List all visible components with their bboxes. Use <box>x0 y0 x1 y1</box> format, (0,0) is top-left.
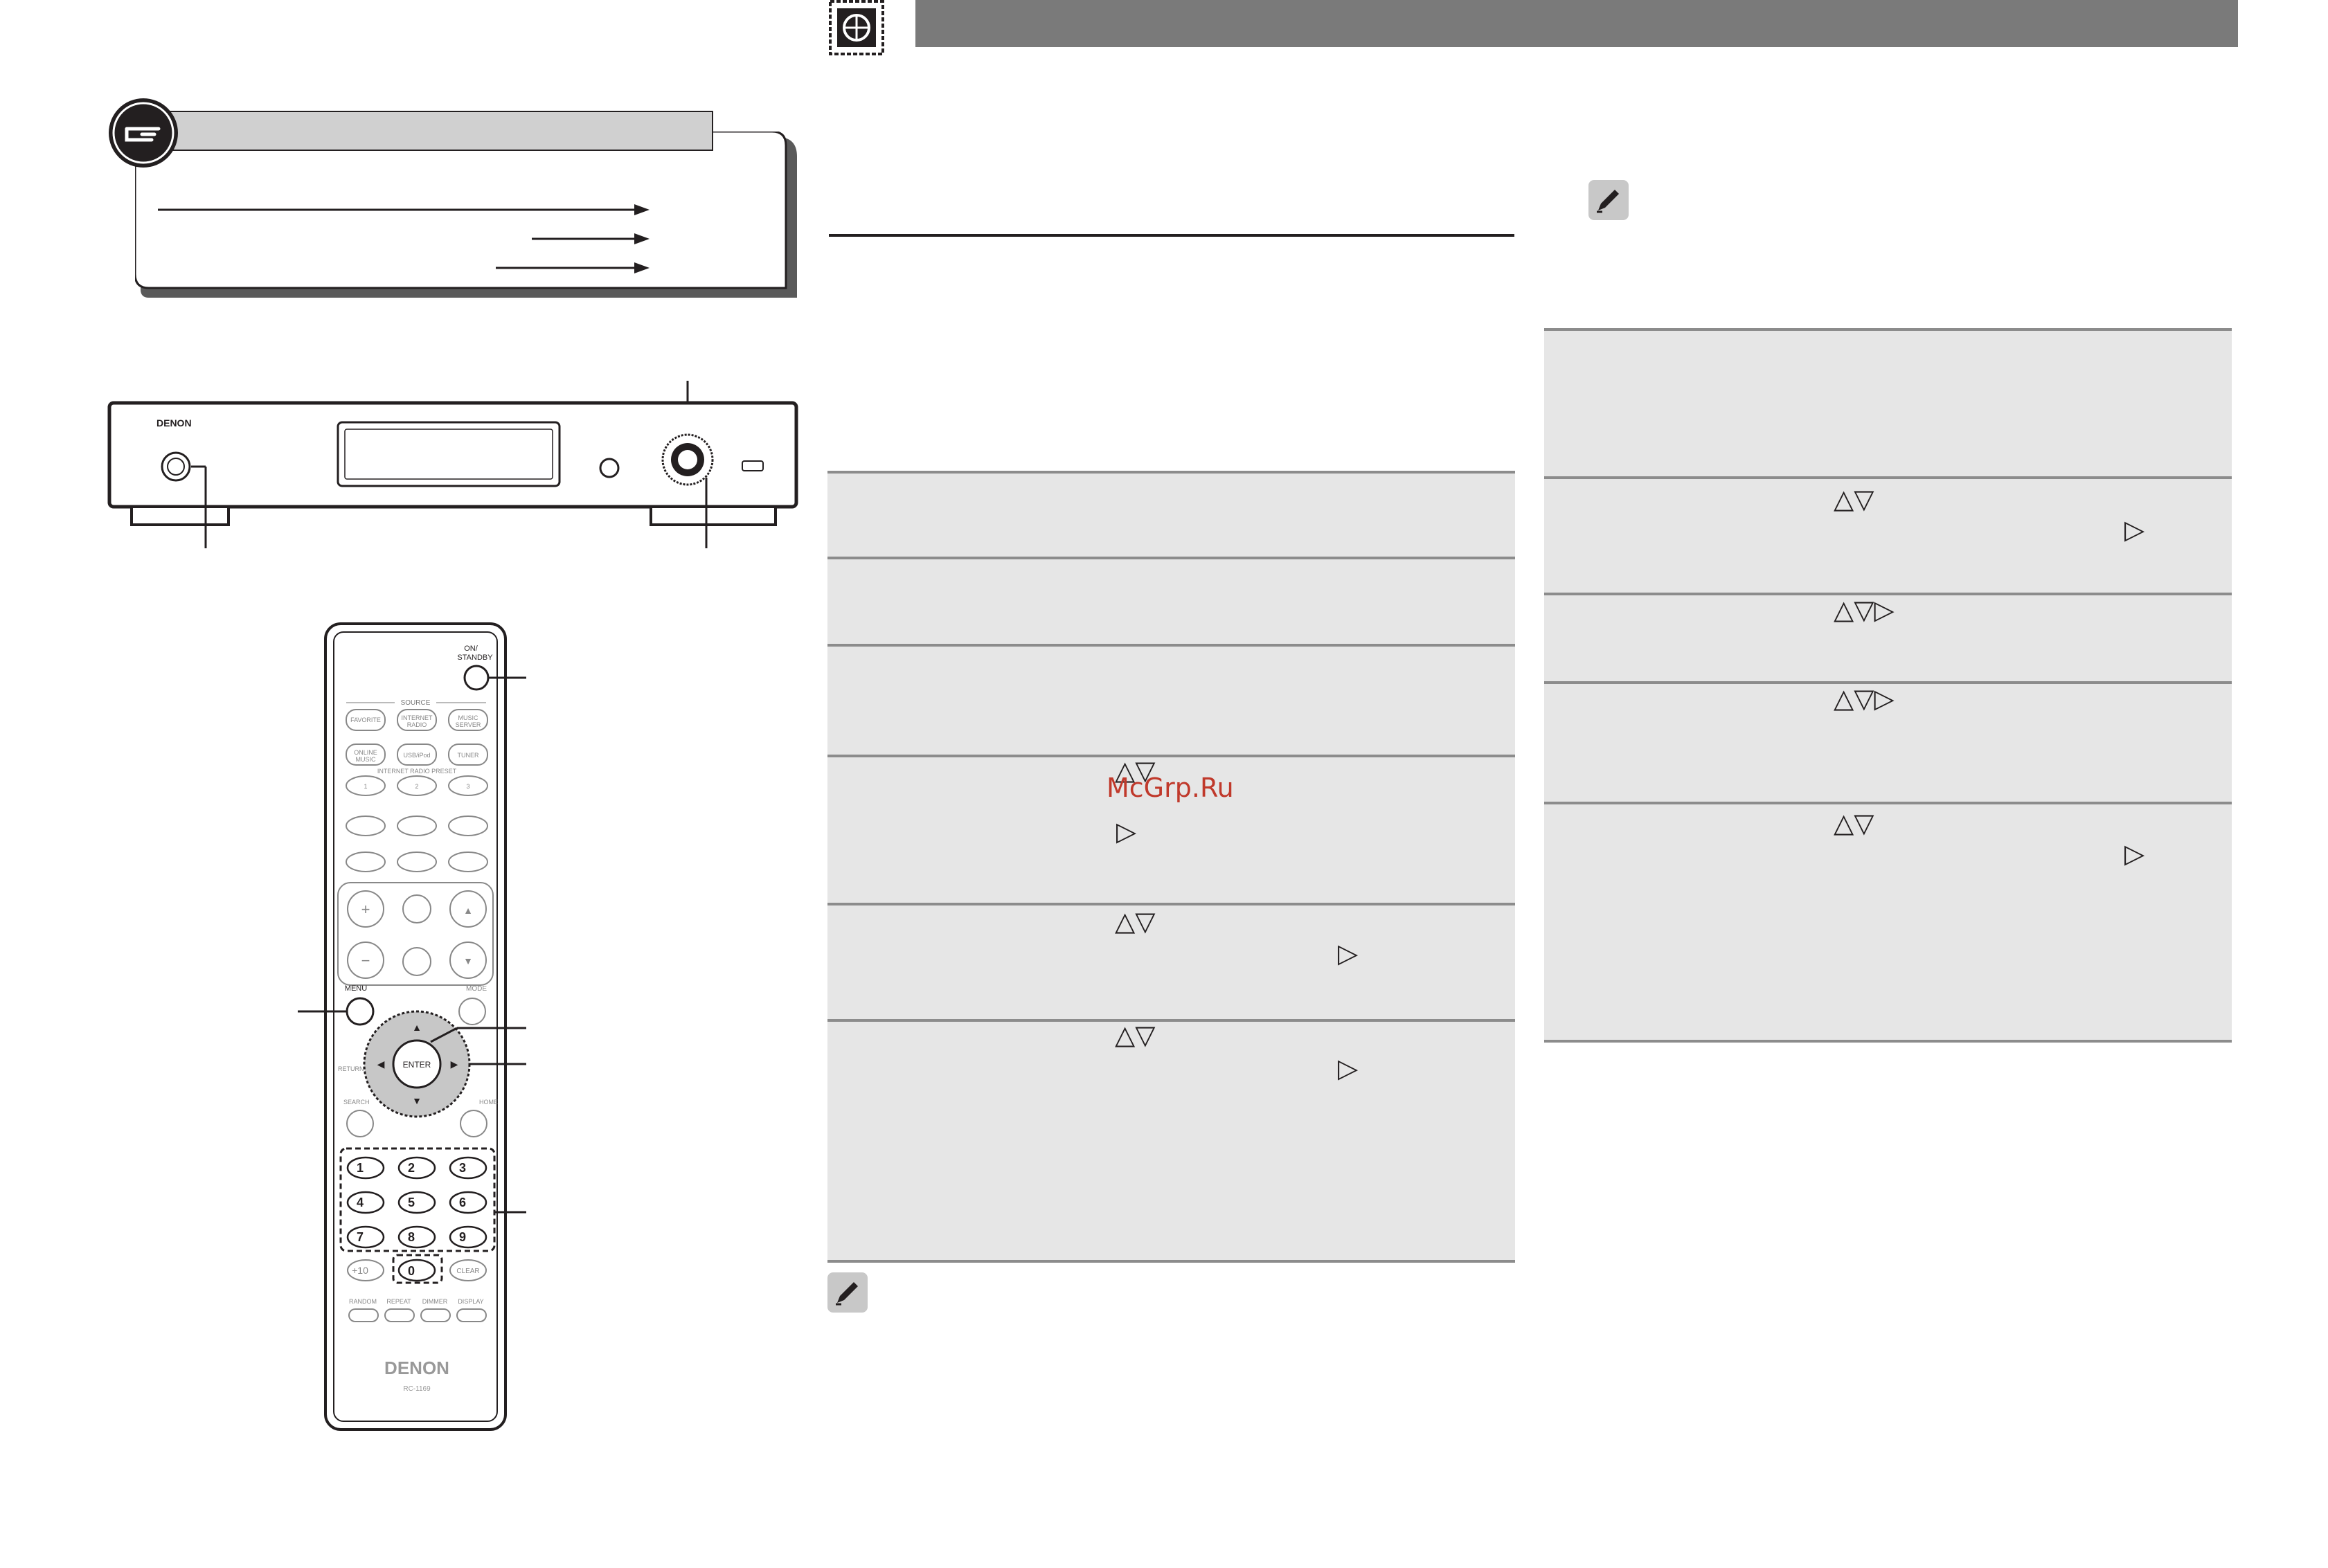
device-front-panel: DENON <box>107 381 798 548</box>
note-pencil-icon <box>1588 180 1629 220</box>
right-table <box>1544 328 2232 1043</box>
svg-text:INTERNET RADIO PRESET: INTERNET RADIO PRESET <box>377 768 457 775</box>
svg-text:HOME: HOME <box>479 1099 498 1106</box>
svg-text:4: 4 <box>357 1196 364 1209</box>
svg-text:MUSIC: MUSIC <box>356 756 377 763</box>
svg-text:3: 3 <box>459 1161 466 1175</box>
svg-text:◀: ◀ <box>377 1058 385 1070</box>
svg-text:DENON: DENON <box>384 1358 449 1378</box>
svg-text:ON/: ON/ <box>464 645 478 653</box>
right-table-border-bottom <box>1544 1040 2232 1043</box>
right-arrow: ▷ <box>2124 838 2145 869</box>
left-table-row-divider <box>827 1019 1515 1022</box>
section-icon <box>829 0 884 55</box>
tip-arrows <box>158 204 650 273</box>
svg-text:FAVORITE: FAVORITE <box>350 717 381 723</box>
svg-text:RETURN: RETURN <box>338 1065 364 1072</box>
svg-text:▼: ▼ <box>412 1095 422 1106</box>
svg-text:1: 1 <box>357 1161 364 1175</box>
svg-text:RANDOM: RANDOM <box>349 1298 377 1305</box>
svg-text:REPEAT: REPEAT <box>386 1298 411 1305</box>
svg-text:DIMMER: DIMMER <box>422 1298 448 1305</box>
svg-text:RC-1169: RC-1169 <box>403 1385 431 1393</box>
left-table-row-divider <box>827 644 1515 647</box>
left-table-row-divider <box>827 755 1515 757</box>
right-arrow: ▷ <box>1338 938 1359 968</box>
up-down-right-arrows: △▽▷ <box>1834 683 1895 714</box>
svg-text:USB/iPod: USB/iPod <box>403 752 430 759</box>
right-arrow: ▷ <box>1338 1053 1359 1083</box>
globe-network-icon <box>829 0 884 55</box>
svg-text:MODE: MODE <box>466 985 487 993</box>
right-arrow: ▷ <box>2124 514 2145 545</box>
up-down-arrows: △▽ <box>1834 484 1874 514</box>
up-down-arrows: △▽ <box>1115 1020 1156 1050</box>
svg-text:0: 0 <box>408 1264 415 1278</box>
svg-text:RADIO: RADIO <box>407 721 427 728</box>
svg-text:▲: ▲ <box>463 905 473 916</box>
right-table-border-top <box>1544 328 2232 331</box>
up-down-arrows: △▽ <box>1115 755 1156 786</box>
svg-text:3: 3 <box>466 783 469 790</box>
svg-text:SEARCH: SEARCH <box>343 1099 370 1106</box>
left-table <box>827 471 1515 1263</box>
svg-text:+: + <box>361 901 370 918</box>
watermark: McGrp.Ru <box>1107 773 1234 803</box>
svg-text:DENON: DENON <box>156 417 192 429</box>
svg-text:SOURCE: SOURCE <box>401 699 431 707</box>
pointing-hand-icon <box>107 97 179 169</box>
middle-divider <box>829 234 1514 237</box>
svg-text:TUNER: TUNER <box>458 752 479 759</box>
up-down-right-arrows: △▽▷ <box>1834 595 1895 625</box>
svg-text:9: 9 <box>459 1230 466 1244</box>
svg-text:DISPLAY: DISPLAY <box>458 1298 483 1305</box>
svg-text:8: 8 <box>408 1230 415 1244</box>
right-table-row-divider <box>1544 681 2232 684</box>
note-pencil-icon <box>827 1272 868 1313</box>
up-down-arrows: △▽ <box>1834 808 1874 838</box>
svg-text:ONLINE: ONLINE <box>354 749 377 756</box>
header-bar <box>915 0 2238 47</box>
tip-title-bar <box>166 111 713 151</box>
svg-text:MUSIC: MUSIC <box>458 714 479 721</box>
svg-text:+10: +10 <box>352 1265 368 1276</box>
svg-text:6: 6 <box>459 1196 466 1209</box>
svg-text:STANDBY: STANDBY <box>457 654 493 662</box>
svg-text:CLEAR: CLEAR <box>456 1268 479 1275</box>
svg-text:▲: ▲ <box>412 1022 422 1033</box>
svg-text:▶: ▶ <box>451 1058 458 1070</box>
left-table-border-top <box>827 471 1515 474</box>
left-table-border-bottom <box>827 1260 1515 1263</box>
left-table-row-divider <box>827 557 1515 559</box>
svg-text:−: − <box>361 952 370 969</box>
right-table-row-divider <box>1544 802 2232 804</box>
right-arrow: ▷ <box>1116 816 1137 847</box>
svg-text:MENU: MENU <box>345 984 367 993</box>
svg-text:ENTER: ENTER <box>403 1060 431 1070</box>
right-table-row-divider <box>1544 476 2232 479</box>
svg-text:2: 2 <box>415 783 418 790</box>
svg-text:2: 2 <box>408 1161 415 1175</box>
svg-text:SERVER: SERVER <box>456 721 481 728</box>
svg-text:INTERNET: INTERNET <box>402 714 433 721</box>
svg-text:5: 5 <box>408 1196 415 1209</box>
svg-text:7: 7 <box>357 1230 364 1244</box>
right-table-row-divider <box>1544 593 2232 595</box>
remote-control: ON/ STANDBY SOURCE FAVORITE INTERNETRADI… <box>298 622 526 1431</box>
svg-text:▼: ▼ <box>463 955 473 966</box>
left-table-row-divider <box>827 903 1515 905</box>
svg-text:1: 1 <box>364 783 367 790</box>
up-down-arrows: △▽ <box>1115 906 1156 937</box>
